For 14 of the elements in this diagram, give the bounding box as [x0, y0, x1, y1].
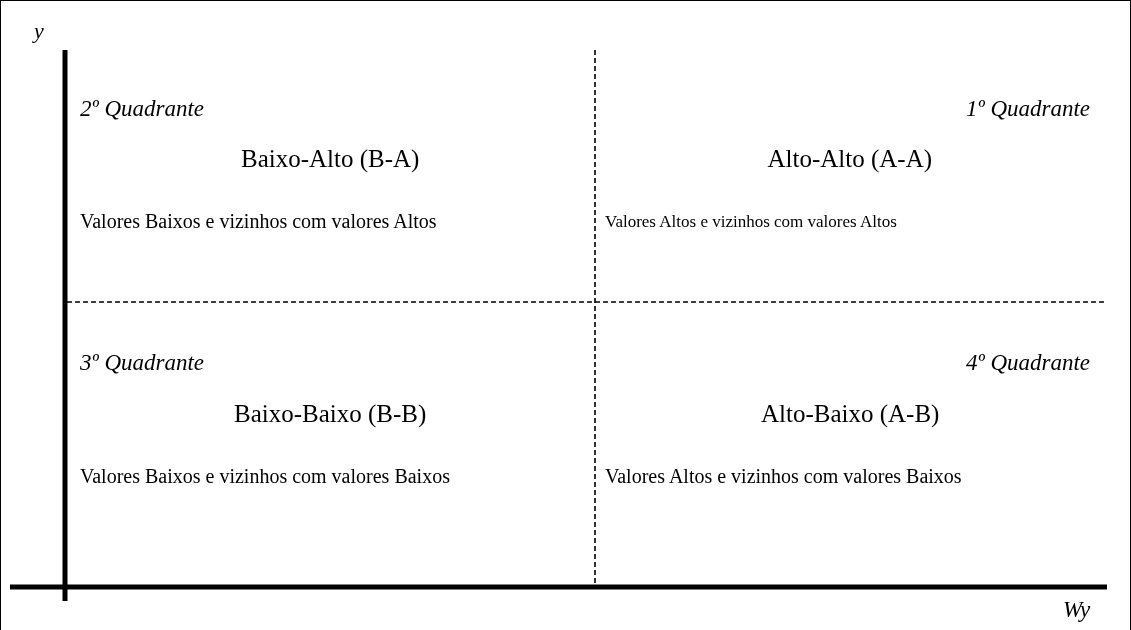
quadrant-description: Valores Baixos e vizinhos com valores Altos — [80, 210, 437, 233]
quadrant-label: Alto-Baixo (A-B) — [761, 400, 940, 429]
quadrant-label: Alto-Alto (A-A) — [767, 145, 933, 174]
quadrant-description: Valores Altos e vizinhos com valores Baixos — [605, 465, 962, 488]
axis-label: Wy — [1063, 597, 1091, 624]
quadrant-title: 2º Quadrante — [80, 96, 205, 123]
quadrant-title: 4º Quadrante — [966, 350, 1091, 377]
quadrant-title: 3º Quadrante — [80, 350, 205, 377]
quadrant-label: Baixo-Baixo (B-B) — [234, 400, 427, 429]
quadrant-description: Valores Altos e vizinhos com valores Altos — [605, 212, 897, 232]
quadrant-label: Baixo-Alto (B-A) — [241, 145, 420, 174]
quadrant-title: 1º Quadrante — [966, 96, 1091, 123]
quadrant-description: Valores Baixos e vizinhos com valores Baixos — [80, 465, 450, 488]
axis-label: y — [34, 18, 44, 44]
